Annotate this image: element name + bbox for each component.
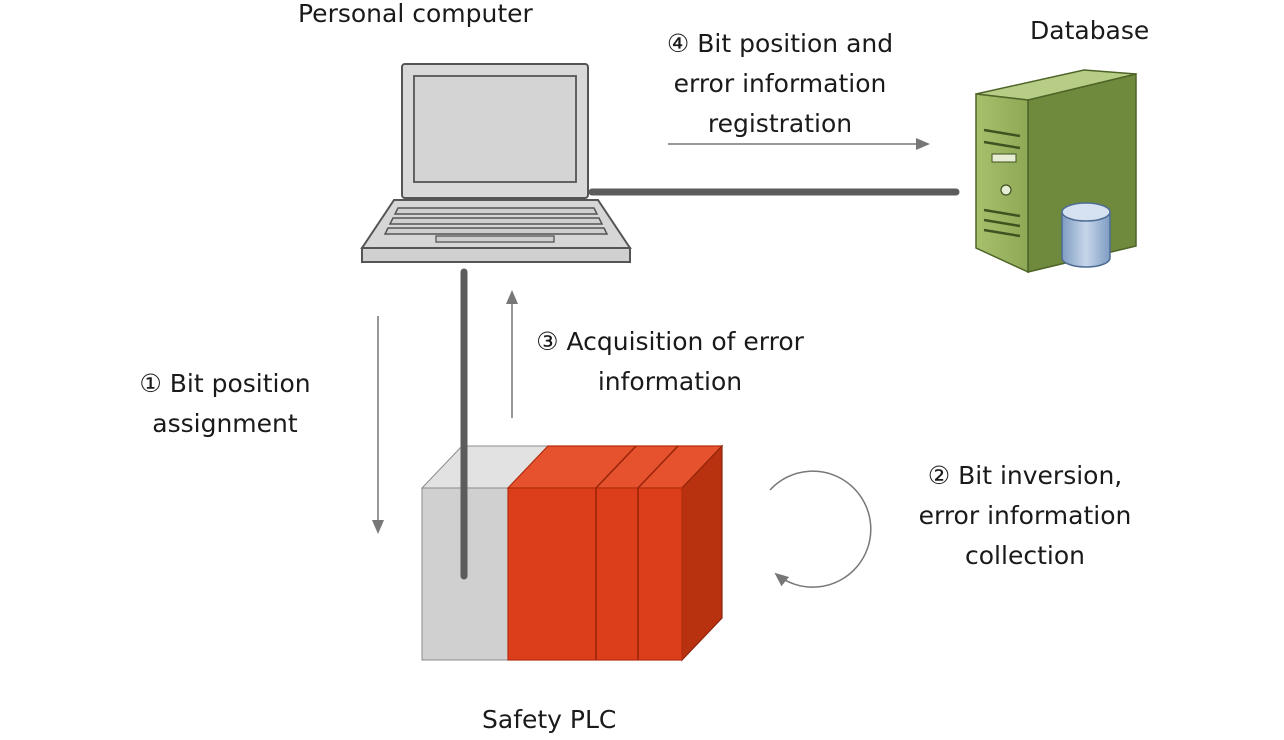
step-2-line-3: collection [965,541,1085,570]
step-3-number: ③ [536,327,559,356]
step-2-cycle-arrow [769,470,872,588]
step-3-label: ③ Acquisition of error information [512,322,828,402]
step-4-number: ④ [666,29,690,58]
step-4-line-1: Bit position and [697,29,894,58]
step-2-line-2: error information [918,501,1132,530]
safety-plc-label: Safety PLC [482,705,617,734]
database-server-icon [975,69,1137,274]
laptop-icon [360,63,632,263]
step-4-line-2: error information [673,69,887,98]
step-3-line-1: Acquisition of error [566,327,804,356]
step-1-number: ① [139,369,162,398]
step-2-label: ② Bit inversion, error information colle… [900,456,1150,576]
step-2-line-1: Bit inversion, [958,461,1123,490]
step-1-line-2: assignment [152,409,298,438]
step-1-line-1: Bit position [169,369,311,398]
step-1-label: ① Bit position assignment [120,364,330,444]
step-3-line-2: information [597,367,743,396]
step-4-line-3: registration [707,109,853,138]
pc-label: Personal computer [298,0,533,28]
step-2-number: ② [927,461,951,490]
database-cylinder-icon [1061,202,1111,268]
database-label: Database [1030,16,1150,45]
step-4-label: ④ Bit position and error information reg… [646,24,914,144]
